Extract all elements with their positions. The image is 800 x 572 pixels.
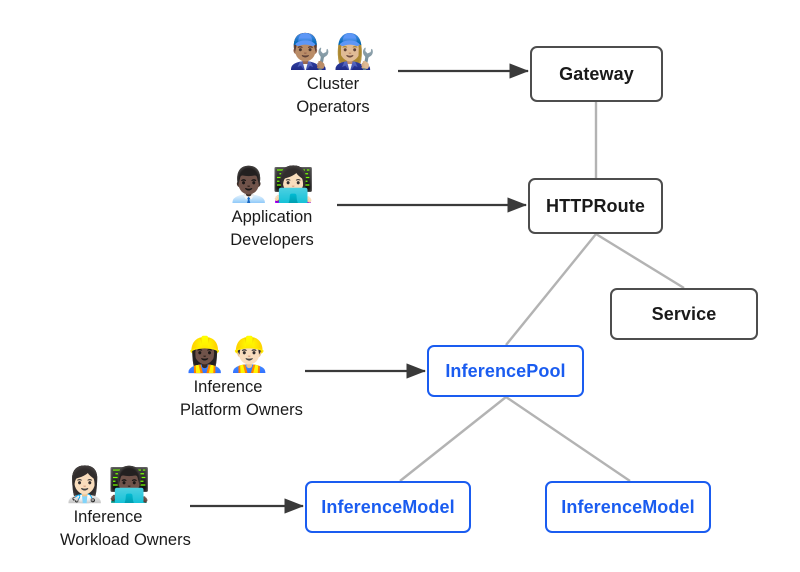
persona-label-line1: Cluster bbox=[306, 75, 360, 93]
node-service[interactable]: Service bbox=[610, 288, 758, 340]
httproute-to-inferencepool bbox=[505, 233, 597, 346]
persona-label-line2: Workload Owners bbox=[60, 531, 191, 549]
node-inferencemodel2[interactable]: InferenceModel bbox=[545, 481, 711, 533]
node-label: InferenceModel bbox=[561, 496, 695, 517]
node-label: InferenceModel bbox=[321, 496, 455, 517]
node-label: InferencePool bbox=[445, 360, 566, 381]
persona-arrows bbox=[190, 63, 530, 514]
node-httproute[interactable]: HTTPRoute bbox=[528, 178, 663, 234]
persona-label-line2: Platform Owners bbox=[180, 401, 303, 419]
inferencepool-to-inferencemodel1 bbox=[399, 396, 507, 482]
httproute-to-service bbox=[595, 232, 685, 290]
woman-construction-worker-icon-and-man-construction-worker-icon: 👷🏿‍♀️👷🏻‍♂️ bbox=[183, 336, 273, 374]
persona-label-line1: Inference bbox=[193, 378, 263, 396]
woman-health-worker-icon-and-man-technologist-icon: 👩🏻‍⚕️👨🏿‍💻 bbox=[63, 466, 153, 504]
node-label: HTTPRoute bbox=[546, 195, 645, 216]
man-office-worker-icon-and-woman-technologist-icon: 👨🏿‍💼👩🏻‍💻 bbox=[227, 166, 317, 204]
persona-label-line2: Operators bbox=[296, 98, 370, 116]
node-label: Service bbox=[651, 303, 717, 324]
node-gateway[interactable]: Gateway bbox=[530, 46, 663, 102]
persona-label-line1: Inference bbox=[73, 508, 143, 526]
relationship-lines bbox=[399, 102, 685, 482]
node-inferencepool[interactable]: InferencePool bbox=[427, 345, 584, 397]
persona-label-line2: Developers bbox=[230, 231, 314, 249]
persona-label-line1: Application bbox=[231, 208, 313, 226]
node-label: Gateway bbox=[559, 63, 634, 84]
man-mechanic-icon-and-woman-mechanic-icon: 👨🏽‍🔧👩🏼‍🔧 bbox=[288, 33, 378, 71]
node-inferencemodel1[interactable]: InferenceModel bbox=[305, 481, 471, 533]
inferencepool-to-inferencemodel2 bbox=[505, 396, 631, 482]
